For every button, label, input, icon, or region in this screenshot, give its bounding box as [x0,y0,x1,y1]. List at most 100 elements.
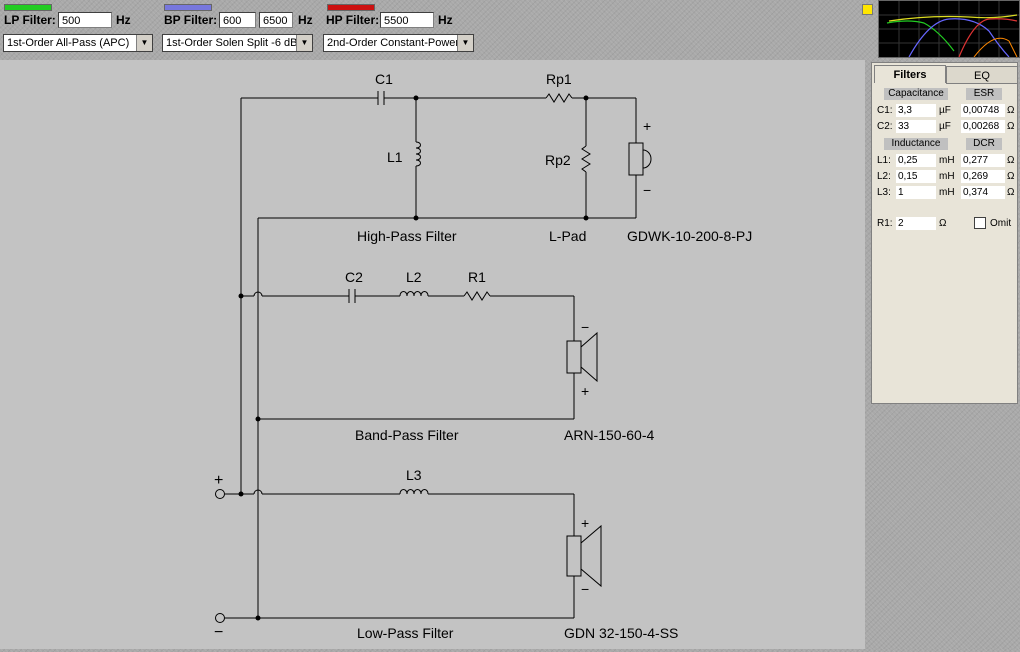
l2-value-input[interactable]: 0,15 [896,170,936,183]
bp-filter-type-value: 1st-Order Solen Split -6 dB [166,37,298,49]
sum-curve [888,14,1018,22]
c1-esr-input[interactable]: 0,00748 [961,104,1005,117]
crossover-schematic: C1 Rp1 L1 Rp2 + − High-Pass Filter L-Pad… [214,71,752,641]
schematic-canvas: C1 Rp1 L1 Rp2 + − High-Pass Filter L-Pad… [0,60,865,649]
l2-label: L2 [406,269,422,285]
lp-curve [886,20,955,52]
l3-unit: mH [939,187,955,198]
r1-resistor[interactable] [463,291,491,301]
c2-esr-input[interactable]: 0,00268 [961,120,1005,133]
component-panel: Filters EQ Capacitance ESR C1: 3,3 µF 0,… [871,62,1018,404]
l1-inductor[interactable] [415,141,421,167]
mid-minus: − [581,319,589,335]
hp-filter-label: HP Filter: [326,13,380,27]
midrange-driver-icon[interactable] [566,331,598,383]
tab-eq[interactable]: EQ [946,66,1018,84]
l2-name: L2: [877,171,891,182]
c1-value-input[interactable]: 3,3 [896,104,936,117]
l3-inductor[interactable] [399,489,429,495]
lp-section-label: Low-Pass Filter [357,625,454,641]
bp-curve [908,18,1010,58]
esr-header: ESR [966,88,1002,100]
l3-dcr-unit: Ω [1007,187,1015,198]
tweeter-model-label: GDWK-10-200-8-PJ [627,228,752,244]
l2-dcr-input[interactable]: 0,269 [961,170,1005,183]
plus-input-terminal[interactable] [215,489,225,499]
filter-toolbar: LP Filter: 500 Hz 1st-Order All-Pass (AP… [0,0,870,58]
woofer-plus: + [581,515,589,531]
bp-section-label: Band-Pass Filter [355,427,459,443]
r1-name: R1: [877,218,893,229]
lpad-section-label: L-Pad [549,228,586,244]
l3-value-input[interactable]: 1 [896,186,936,199]
hp-hz-unit: Hz [438,13,453,27]
c1-capacitor[interactable] [377,91,385,105]
woofer-model-label: GDN 32-150-4-SS [564,625,678,641]
r1-label: R1 [468,269,486,285]
bp-high-frequency-input[interactable]: 6500 [259,12,293,28]
l1-name: L1: [877,155,891,166]
omit-checkbox[interactable] [974,217,986,229]
l2-inductor[interactable] [399,291,429,297]
l3-dcr-input[interactable]: 0,374 [961,186,1005,199]
l3-name: L3: [877,187,891,198]
rp2-label: Rp2 [545,152,571,168]
frequency-response-thumbnail[interactable] [878,0,1020,58]
rp2-resistor[interactable] [581,145,591,173]
r1-value-input[interactable]: 2 [896,217,936,230]
input-minus-label: − [214,624,223,641]
lp-filter-type-select[interactable]: 1st-Order All-Pass (APC) ▼ [3,34,153,52]
bp-filter-label: BP Filter: [164,13,218,27]
bp-filter-type-select[interactable]: 1st-Order Solen Split -6 dB ▼ [162,34,313,52]
mid-plus: + [581,383,589,399]
lp-filter-label: LP Filter: [4,13,56,27]
c1-name: C1: [877,105,893,116]
chevron-down-icon[interactable]: ▼ [296,35,312,51]
l2-unit: mH [939,171,955,182]
l1-label: L1 [387,149,403,165]
chevron-down-icon[interactable]: ▼ [136,35,152,51]
c1-unit: µF [939,105,951,116]
capacitance-header: Capacitance [884,88,948,100]
r1-unit: Ω [939,218,947,229]
lp-frequency-input[interactable]: 500 [58,12,112,28]
c2-name: C2: [877,121,893,132]
minus-input-terminal[interactable] [215,613,225,623]
tweeter-minus: − [643,182,651,198]
c2-label: C2 [345,269,363,285]
status-led-icon [862,4,873,15]
lp-filter-type-value: 1st-Order All-Pass (APC) [7,37,130,49]
bp-low-frequency-input[interactable]: 600 [219,12,256,28]
rp1-label: Rp1 [546,71,572,87]
hp-frequency-input[interactable]: 5500 [380,12,434,28]
tweeter-plus: + [643,118,651,134]
response-curves-graph [879,1,1019,58]
tab-filters[interactable]: Filters [874,65,946,83]
c2-unit: µF [939,121,951,132]
l1-value-input[interactable]: 0,25 [896,154,936,167]
hp-curve [958,18,1018,58]
l1-dcr-input[interactable]: 0,277 [961,154,1005,167]
omit-label: Omit [990,218,1012,229]
bp-hz-unit: Hz [298,13,313,27]
tweeter-driver-icon[interactable] [628,142,644,176]
c2-value-input[interactable]: 33 [896,120,936,133]
mid-model-label: ARN-150-60-4 [564,427,654,443]
aux-curve [973,37,1018,58]
lp-color-indicator [4,4,52,11]
rp1-resistor[interactable] [545,93,573,103]
l1-dcr-unit: Ω [1007,155,1015,166]
bp-color-indicator [164,4,212,11]
inductance-header: Inductance [884,138,948,150]
l3-label: L3 [406,467,422,483]
hp-color-indicator [327,4,375,11]
woofer-driver-icon[interactable] [566,524,602,588]
c2-capacitor[interactable] [348,289,356,303]
c1-label: C1 [375,71,393,87]
chevron-down-icon[interactable]: ▼ [457,35,473,51]
hp-section-label: High-Pass Filter [357,228,457,244]
input-plus-label: + [214,472,223,489]
hp-filter-type-select[interactable]: 2nd-Order Constant-Power ▼ [323,34,474,52]
woofer-minus: − [581,581,589,597]
l1-unit: mH [939,155,955,166]
